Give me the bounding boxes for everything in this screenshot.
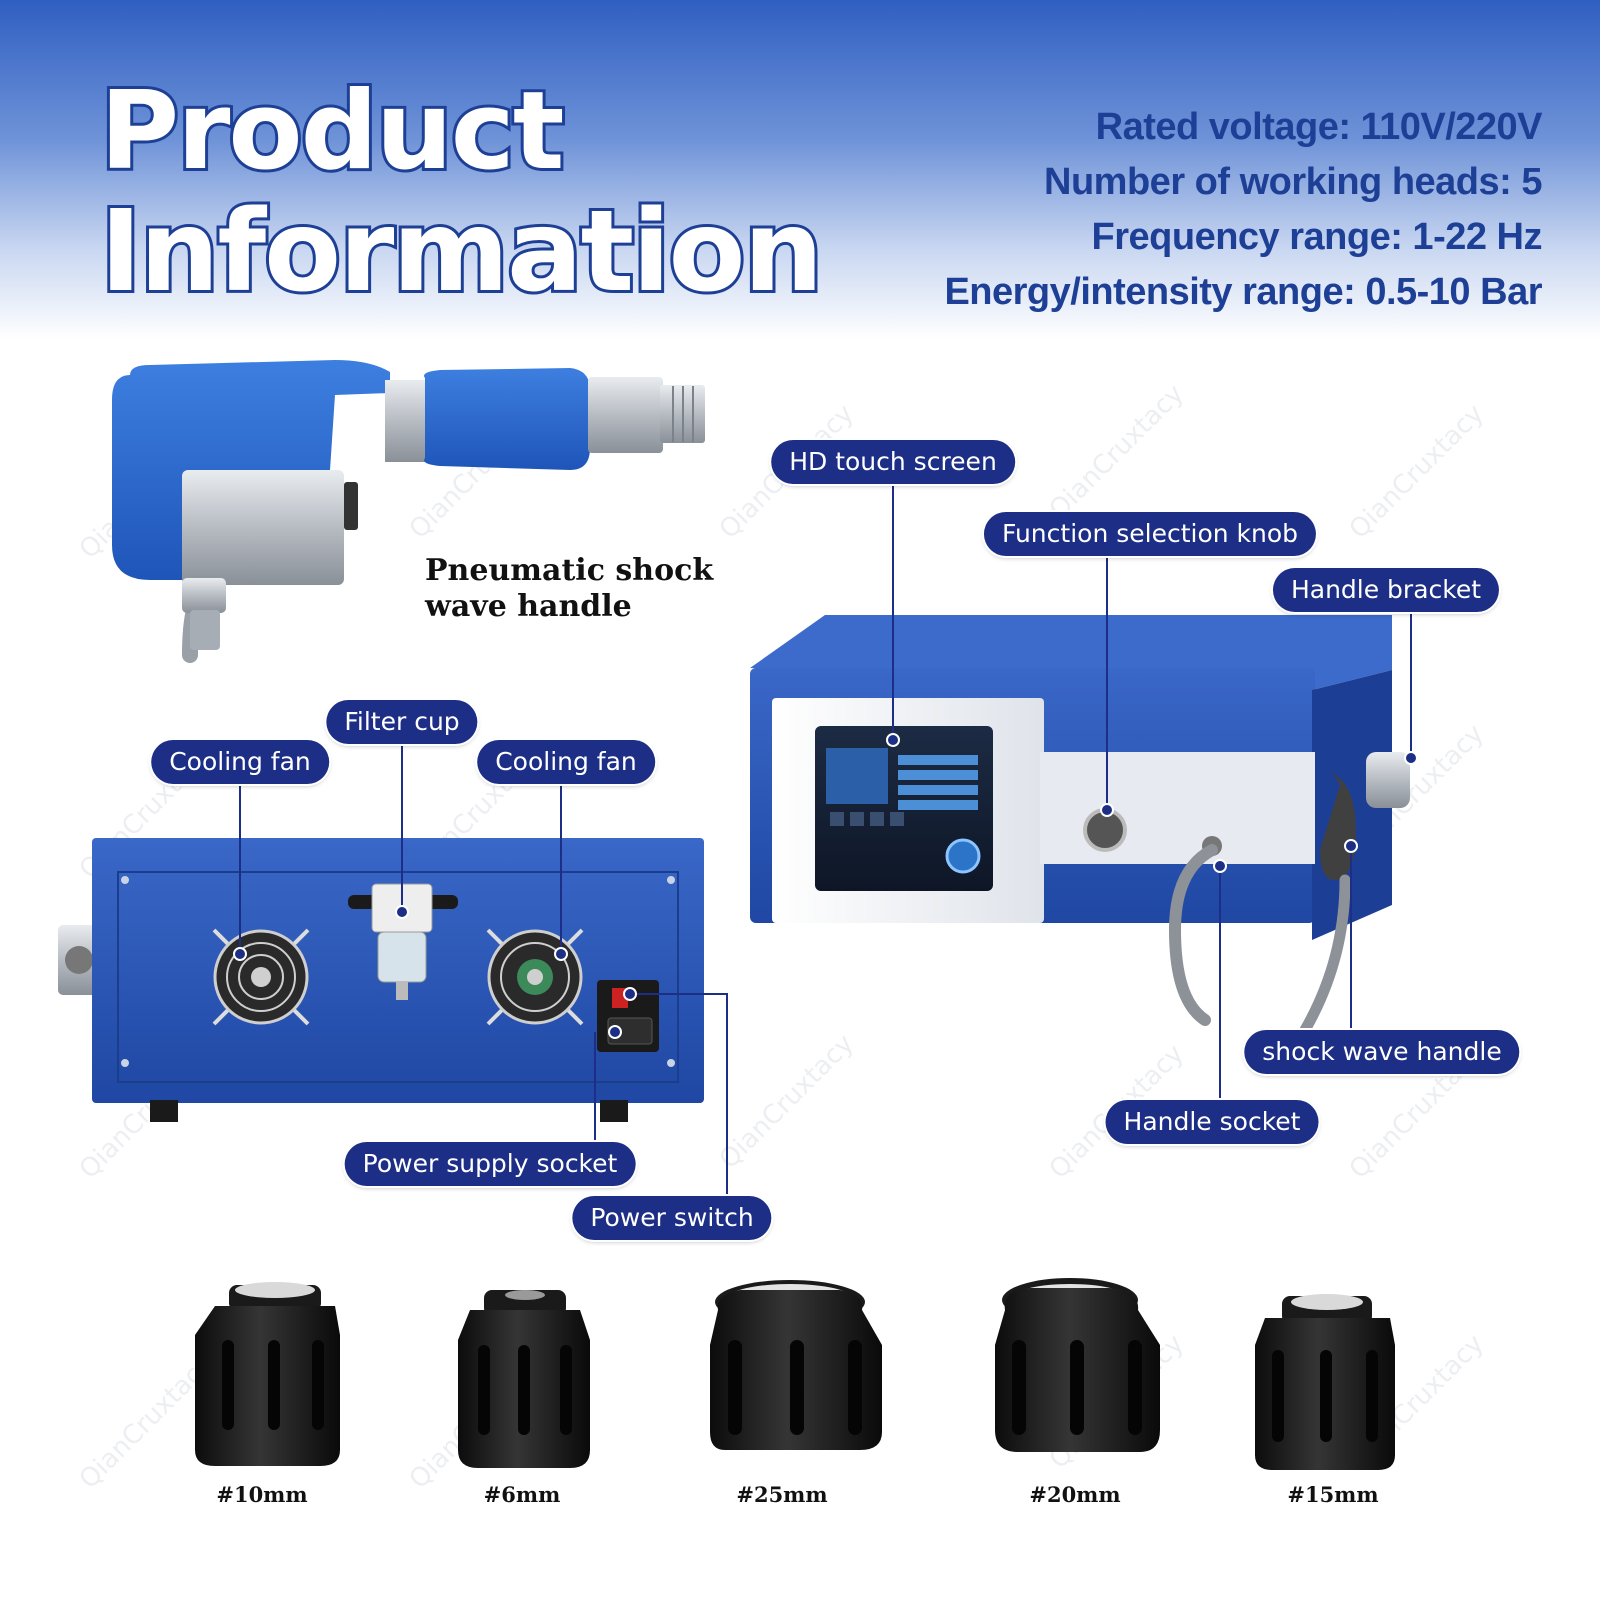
watermark-11: QianCruxtacy	[714, 1029, 860, 1175]
spec-rated-voltage: Rated voltage: 110V/220V	[1095, 106, 1543, 148]
pneumatic-handle-illustration	[112, 360, 705, 663]
label-handle-bracket: Handle bracket	[1272, 568, 1500, 612]
label-function-selection-knob: Function selection knob	[983, 512, 1317, 556]
spec-energy-range: Energy/intensity range: 0.5-10 Bar	[944, 271, 1542, 313]
handle-caption-line-1: Pneumatic shock	[425, 553, 714, 588]
watermark-5: QianCruxtacy	[1344, 399, 1490, 545]
handle-caption: Pneumatic shock wave handle	[425, 553, 713, 625]
spec-list: Rated voltage: 110V/220V Number of worki…	[944, 100, 1542, 320]
label-power-switch: Power switch	[572, 1196, 772, 1240]
leader-dots	[233, 733, 1418, 1039]
head-label-20mm: #20mm	[1029, 1482, 1121, 1507]
watermark-4: QianCruxtacy	[1044, 379, 1190, 525]
title-line-2: Information	[97, 187, 826, 317]
head-label-25mm: #25mm	[736, 1482, 828, 1507]
device-back-illustration	[58, 838, 704, 1122]
spec-frequency-range: Frequency range: 1-22 Hz	[1091, 216, 1543, 258]
label-shock-wave-handle: shock wave handle	[1244, 1030, 1520, 1074]
label-cooling-fan-left: Cooling fan	[151, 740, 329, 784]
label-power-supply-socket: Power supply socket	[344, 1142, 636, 1186]
label-cooling-fan-right: Cooling fan	[477, 740, 655, 784]
label-filter-cup: Filter cup	[326, 700, 478, 744]
head-20mm-graphic	[995, 1278, 1160, 1452]
head-label-10mm: #10mm	[216, 1482, 308, 1507]
handle-caption-line-2: wave handle	[425, 589, 632, 624]
head-15mm-graphic	[1255, 1294, 1395, 1470]
head-6mm-graphic	[458, 1290, 590, 1468]
spec-working-heads: Number of working heads: 5	[1044, 161, 1542, 203]
title-line-1: Product	[97, 69, 567, 194]
head-label-6mm: #6mm	[483, 1482, 561, 1507]
head-25mm-graphic	[710, 1280, 882, 1450]
cooling-fan-right-graphic	[486, 928, 584, 1026]
head-10mm-graphic	[195, 1282, 340, 1466]
leader-lines	[239, 483, 1412, 1210]
label-handle-socket: Handle socket	[1105, 1100, 1319, 1144]
head-label-15mm: #15mm	[1287, 1482, 1379, 1507]
label-hd-touch-screen: HD touch screen	[771, 440, 1015, 484]
working-heads-illustration	[195, 1278, 1395, 1470]
cooling-fan-left-graphic	[212, 928, 310, 1026]
device-front-illustration	[750, 615, 1410, 1036]
